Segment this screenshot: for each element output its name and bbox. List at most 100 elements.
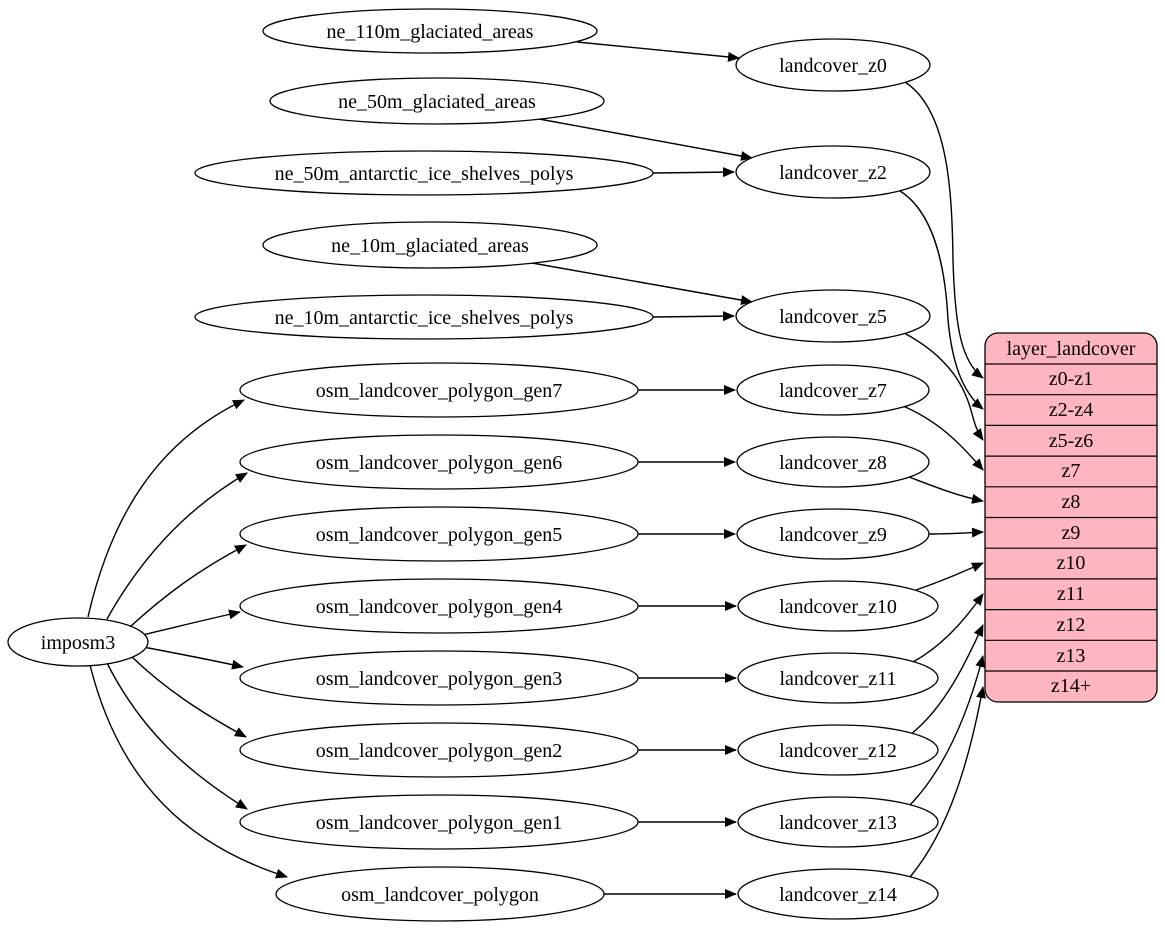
record-row-z9: z9 <box>1062 522 1081 544</box>
node-label: landcover_z13 <box>779 812 897 834</box>
edge-landcover-z8-to-row-z8 <box>908 476 984 504</box>
node-landcover-z0: landcover_z0 <box>735 38 931 92</box>
node-shape <box>737 580 939 632</box>
node-ne-10m-glaciated-areas: ne_10m_glaciated_areas <box>262 221 598 269</box>
edge-landcover-z13-to-row-z13 <box>908 655 986 807</box>
record-title: layer_landcover <box>1007 338 1136 360</box>
node-shape <box>736 364 930 416</box>
node-shape <box>239 434 639 490</box>
record-row-z2-z4: z2-z4 <box>1049 399 1093 421</box>
node-shape <box>239 650 639 706</box>
edge-landcover-z14-to-row-z14plus <box>909 686 986 878</box>
edge-imposm3-to-gen3 <box>142 646 244 670</box>
node-osm-landcover-polygon-gen4: osm_landcover_polygon_gen4 <box>239 578 639 634</box>
record-row-z0-z1: z0-z1 <box>1049 368 1093 390</box>
edge-landcover-z7-to-row-z7 <box>902 405 984 471</box>
node-landcover-z12: landcover_z12 <box>737 724 939 776</box>
node-shape <box>194 150 654 196</box>
record-row-z7: z7 <box>1062 460 1081 482</box>
edge-landcover-z10-to-row-z10 <box>915 562 984 591</box>
node-shape <box>239 362 639 418</box>
edge-ne-110m-glaciated-areas-to-landcover-z0 <box>576 41 740 62</box>
node-imposm3-shape <box>7 617 149 667</box>
node-shape <box>736 508 930 560</box>
node-shape <box>269 77 605 125</box>
node-shape <box>239 794 639 850</box>
node-ne-50m-glaciated-areas: ne_50m_glaciated_areas <box>269 77 605 125</box>
node-label: osm_landcover_polygon_gen2 <box>316 740 563 762</box>
node-label: ne_110m_glaciated_areas <box>327 21 534 43</box>
edge-imposm3-to-osm-landcover-polygon <box>89 664 288 879</box>
edge-landcover-z12-to-row-z12 <box>910 624 984 735</box>
node-ne-10m-antarctic-ice-shelves-polys: ne_10m_antarctic_ice_shelves_polys <box>194 294 654 340</box>
node-label: landcover_z0 <box>779 55 887 77</box>
node-label: landcover_z10 <box>779 596 897 618</box>
node-shape <box>737 724 939 776</box>
edge-ne-50m-glaciated-areas-to-landcover-z2 <box>538 118 753 161</box>
record-row-z13: z13 <box>1057 645 1086 667</box>
node-shape <box>737 796 939 848</box>
node-shape <box>239 506 639 562</box>
node-shape <box>275 866 605 922</box>
node-ne-50m-antarctic-ice-shelves-polys: ne_50m_antarctic_ice_shelves_polys <box>194 150 654 196</box>
node-label: osm_landcover_polygon_gen3 <box>316 668 563 690</box>
node-imposm3-label: imposm3 <box>41 632 115 654</box>
node-landcover-z9: landcover_z9 <box>736 508 930 560</box>
node-label: ne_50m_glaciated_areas <box>338 91 536 113</box>
node-label: landcover_z5 <box>779 306 887 328</box>
record-row-z10: z10 <box>1057 552 1086 574</box>
node-osm-landcover-polygon-gen5: osm_landcover_polygon_gen5 <box>239 506 639 562</box>
record-row-z12: z12 <box>1057 614 1086 636</box>
node-osm-landcover-polygon-gen6: osm_landcover_polygon_gen6 <box>239 434 639 490</box>
node-label: ne_50m_antarctic_ice_shelves_polys <box>275 163 574 185</box>
node-label: osm_landcover_polygon_gen4 <box>316 596 563 618</box>
node-shape <box>737 652 939 704</box>
node-landcover-z14: landcover_z14 <box>737 868 939 920</box>
node-label: osm_landcover_polygon_gen6 <box>316 452 563 474</box>
node-shape <box>194 294 654 340</box>
node-landcover-z13: landcover_z13 <box>737 796 939 848</box>
edge-ne-10m-antarctic-ice-shelves-polys-to-landcover-z5 <box>652 311 735 322</box>
edge-landcover-z9-to-row-z9 <box>928 527 984 538</box>
node-landcover-z11: landcover_z11 <box>737 652 939 704</box>
edge-ne-50m-antarctic-ice-shelves-polys-to-landcover-z2 <box>652 167 735 178</box>
node-label: landcover_z9 <box>779 524 887 546</box>
node-shape <box>737 868 939 920</box>
node-shape <box>262 221 598 269</box>
edge-landcover-z5-to-row-z5-z6 <box>903 332 984 441</box>
edge-imposm3-to-gen5 <box>130 544 247 627</box>
node-layer-landcover: layer_landcover z0-z1 z2-z4 z5-z6 z7 z8 … <box>984 332 1158 703</box>
node-label: osm_landcover_polygon_gen5 <box>316 524 563 546</box>
node-landcover-z8: landcover_z8 <box>736 436 930 488</box>
edge-imposm3-to-gen1 <box>106 662 248 810</box>
edge-landcover-z0-to-row-z0-z1 <box>904 81 984 379</box>
node-shape <box>735 145 931 199</box>
edge-imposm3-to-gen2 <box>130 655 247 738</box>
node-landcover-z10: landcover_z10 <box>737 580 939 632</box>
edge-ne-10m-glaciated-areas-to-landcover-z5 <box>531 262 753 306</box>
node-label: osm_landcover_polygon <box>341 884 539 906</box>
node-label: ne_10m_antarctic_ice_shelves_polys <box>275 307 574 329</box>
node-label: ne_10m_glaciated_areas <box>331 235 529 257</box>
node-landcover-z7: landcover_z7 <box>736 364 930 416</box>
node-osm-landcover-polygon-gen7: osm_landcover_polygon_gen7 <box>239 362 639 418</box>
node-osm-landcover-polygon: osm_landcover_polygon <box>275 866 605 922</box>
node-label: landcover_z8 <box>779 452 887 474</box>
node-ne-110m-glaciated-areas: ne_110m_glaciated_areas <box>262 8 598 54</box>
node-label: landcover_z11 <box>780 668 897 690</box>
node-shape <box>239 722 639 778</box>
node-shape <box>239 578 639 634</box>
node-osm-landcover-polygon-gen1: osm_landcover_polygon_gen1 <box>239 794 639 850</box>
node-osm-landcover-polygon-gen2: osm_landcover_polygon_gen2 <box>239 722 639 778</box>
edge-layer <box>87 41 986 899</box>
node-label: landcover_z14 <box>779 884 897 906</box>
node-shape <box>736 436 930 488</box>
edge-landcover-z11-to-row-z11 <box>912 593 984 663</box>
edge-imposm3-to-gen7 <box>87 399 245 618</box>
node-label: osm_landcover_polygon_gen1 <box>316 812 563 834</box>
edge-landcover-z2-to-row-z2-z4 <box>899 190 984 410</box>
node-label: landcover_z7 <box>779 380 887 402</box>
record-row-z14plus: z14+ <box>1051 675 1091 697</box>
